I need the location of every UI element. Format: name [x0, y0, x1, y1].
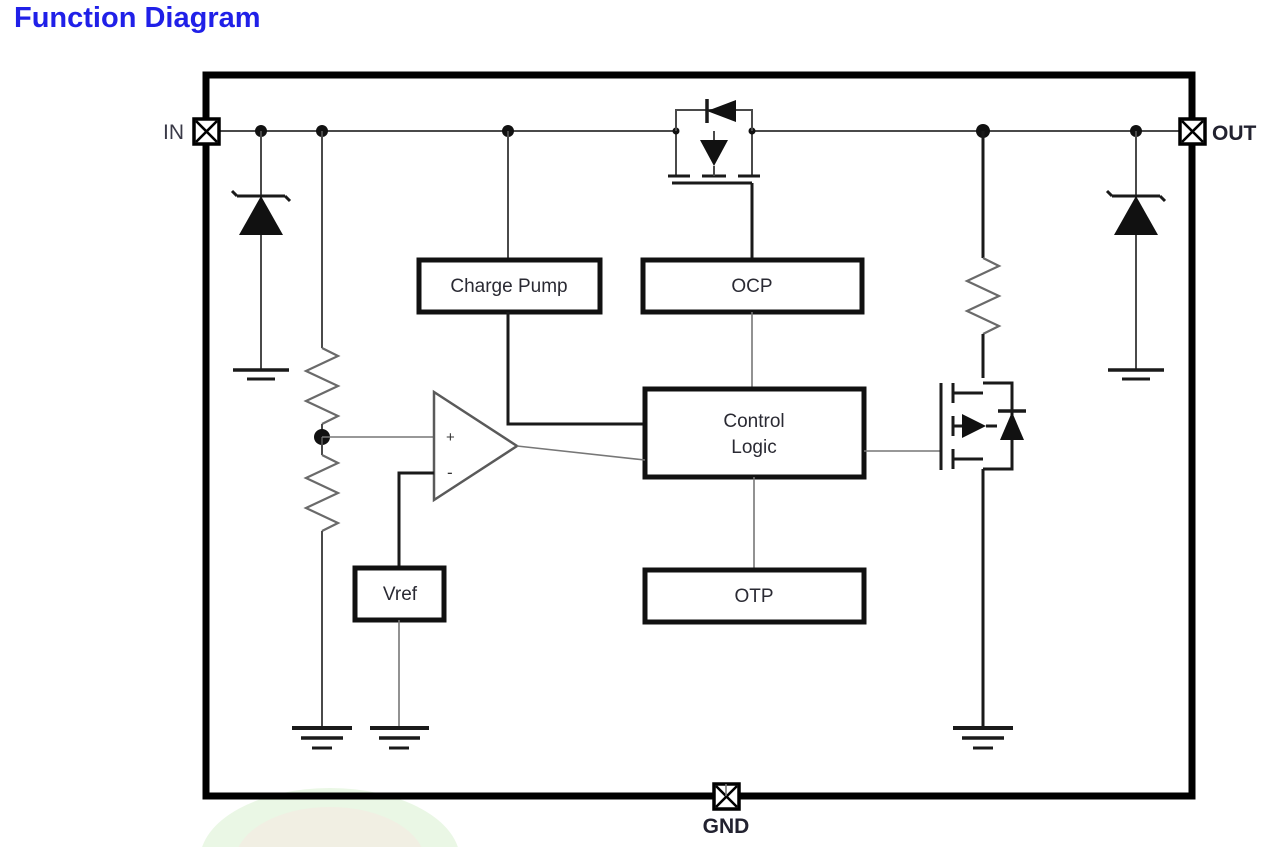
ground-icon-vref: [370, 726, 429, 750]
nmos-transistor-icon: [939, 381, 1026, 471]
substrate-arrow-icon: [953, 414, 997, 438]
resistor-icon-lower: [303, 454, 341, 532]
zener-diode-icon: [230, 189, 292, 235]
block-charge-pump-label: Charge Pump: [450, 276, 567, 297]
block-control-logic: [642, 386, 867, 480]
comparator-minus-label: -: [447, 463, 453, 482]
block-otp-label: OTP: [734, 586, 773, 607]
ground-icon-input: [233, 368, 289, 381]
pass-mosfet: [668, 99, 760, 260]
divider-branch: [292, 125, 434, 750]
pin-in-label: IN: [163, 121, 184, 144]
otp-branch: OTP: [642, 567, 867, 625]
block-otp: [642, 567, 867, 625]
resistor-icon-upper: [303, 347, 341, 425]
block-control-logic-label-line2: Logic: [731, 437, 776, 458]
page-title: Function Diagram: [14, 2, 261, 34]
substrate-arrow-icon: [700, 131, 728, 176]
comparator-plus-label: +: [446, 429, 455, 446]
block-vref-label: Vref: [383, 584, 418, 605]
pin-gnd-label: GND: [703, 815, 750, 838]
pin-out: OUT: [1178, 117, 1257, 146]
control-logic-branch: Control Logic: [642, 386, 941, 570]
charge-pump-branch: Charge Pump: [416, 125, 645, 426]
ground-icon-nmos: [953, 726, 1013, 750]
vref-branch: Vref: [352, 565, 447, 750]
block-ocp: [640, 257, 865, 315]
output-zener-branch: [1105, 125, 1167, 381]
block-control-logic-label-line1: Control: [723, 411, 784, 432]
block-ocp-label: OCP: [731, 276, 772, 297]
comparator: + -: [397, 389, 646, 568]
block-charge-pump: [416, 257, 603, 315]
ground-icon-output: [1108, 368, 1164, 381]
discharge-branch: [939, 124, 1026, 750]
zener-diode-icon: [1105, 189, 1167, 235]
pin-in: IN: [163, 117, 221, 146]
input-zener-branch: [230, 125, 292, 381]
ocp-branch: OCP: [640, 257, 865, 389]
pin-out-label: OUT: [1212, 122, 1257, 145]
ground-icon-divider: [292, 726, 352, 750]
body-diode-icon: [675, 99, 753, 131]
resistor-icon-pulldown: [964, 257, 1002, 335]
chip-boundary: [202, 71, 1196, 800]
